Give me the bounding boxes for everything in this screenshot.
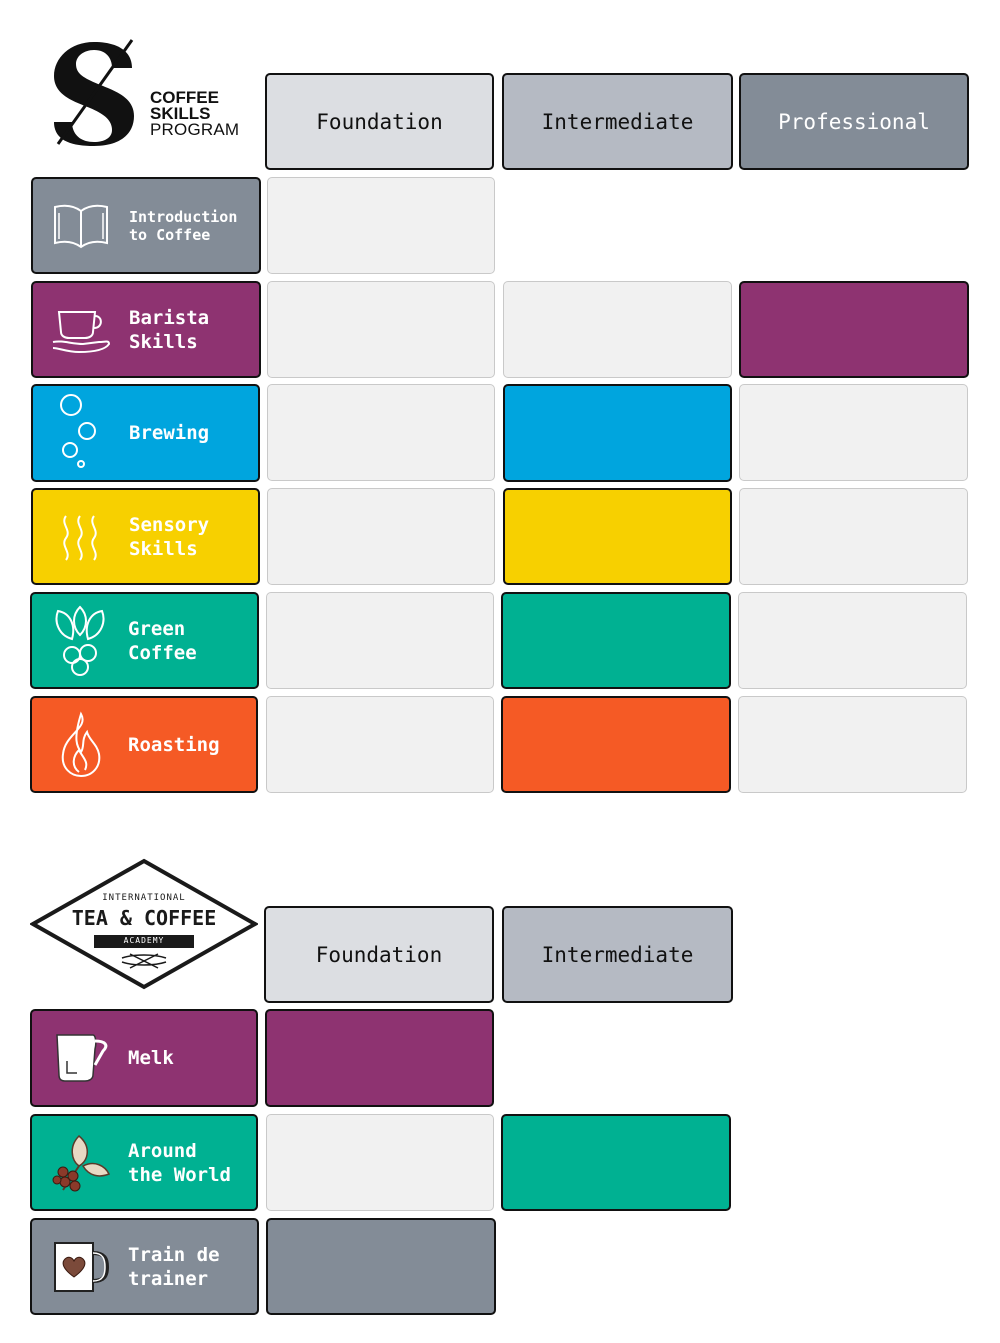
csp-cell-roasting-professional[interactable] xyxy=(738,696,967,793)
csp-cell-green-intermediate[interactable] xyxy=(501,592,731,689)
itca-logo: INTERNATIONAL TEA & COFFEE ACADEMY xyxy=(30,858,258,990)
header-label: Intermediate xyxy=(541,942,694,967)
flame-icon xyxy=(61,710,101,777)
heart-mug-icon xyxy=(54,1241,110,1292)
itca-logo-band-text: ACADEMY xyxy=(123,936,165,945)
cup-hand-icon xyxy=(52,310,111,353)
csp-module-green-coffee[interactable]: Green Coffee xyxy=(30,592,259,689)
header-label: Professional xyxy=(778,109,930,134)
itca-cell-train-foundation[interactable] xyxy=(266,1218,496,1315)
module-label: Melk xyxy=(128,1047,174,1069)
csp-cell-barista-professional[interactable] xyxy=(739,281,969,378)
itca-header-foundation: Foundation xyxy=(264,906,494,1003)
csp-mark-icon xyxy=(54,39,134,146)
module-label: Train de trainer xyxy=(128,1243,220,1290)
csp-cell-roasting-foundation[interactable] xyxy=(266,696,494,793)
logo-word-program: PROGRAM xyxy=(150,120,240,139)
header-label: Foundation xyxy=(316,109,443,134)
itca-cell-melk-foundation[interactable] xyxy=(265,1009,494,1107)
itca-header-intermediate: Intermediate xyxy=(502,906,733,1003)
milk-pitcher-icon xyxy=(56,1034,108,1082)
csp-cell-sensory-professional[interactable] xyxy=(739,488,968,585)
csp-cell-sensory-intermediate[interactable] xyxy=(503,488,732,585)
csp-module-brewing[interactable]: Brewing xyxy=(31,384,260,482)
itca-diamond-icon xyxy=(30,858,258,990)
csp-cell-introduction-foundation[interactable] xyxy=(267,177,495,274)
csp-cell-brewing-professional[interactable] xyxy=(739,384,968,481)
logo-word-skills: SKILLS xyxy=(150,104,211,123)
csp-cell-green-professional[interactable] xyxy=(738,592,967,689)
itca-logo-main-text: TEA & COFFEE xyxy=(71,906,217,930)
csp-module-introduction-to-coffee[interactable]: Introduction to Coffee xyxy=(31,177,261,274)
book-icon xyxy=(54,204,108,248)
itca-logo-top-text: INTERNATIONAL xyxy=(102,893,186,903)
module-label: Brewing xyxy=(129,422,210,444)
header-label: Intermediate xyxy=(541,109,694,134)
logo-word-coffee: COFFEE xyxy=(150,88,219,107)
itca-module-around-the-world[interactable]: Around the World xyxy=(30,1114,258,1211)
csp-cell-brewing-intermediate[interactable] xyxy=(503,384,732,482)
csp-cell-barista-intermediate[interactable] xyxy=(503,281,732,378)
bubbles-icon xyxy=(60,394,96,468)
itca-cell-around-foundation[interactable] xyxy=(266,1114,494,1211)
csp-header-foundation: Foundation xyxy=(265,73,494,170)
module-label: Sensory Skills xyxy=(129,513,210,560)
coffee-branch-icon xyxy=(52,1134,111,1191)
itca-cell-around-intermediate[interactable] xyxy=(501,1114,731,1211)
csp-module-roasting[interactable]: Roasting xyxy=(30,696,258,793)
csp-cell-green-foundation[interactable] xyxy=(266,592,494,689)
csp-cell-sensory-foundation[interactable] xyxy=(267,488,495,585)
coffee-plant-icon xyxy=(55,605,105,676)
csp-module-barista-skills[interactable]: Barista Skills xyxy=(31,281,261,378)
csp-cell-roasting-intermediate[interactable] xyxy=(501,696,731,793)
module-label: Barista Skills xyxy=(129,306,210,353)
csp-module-sensory-skills[interactable]: Sensory Skills xyxy=(31,488,260,585)
module-label: Around the World xyxy=(128,1139,231,1186)
itca-module-train-de-trainer[interactable]: Train de trainer xyxy=(30,1218,259,1315)
csp-header-professional: Professional xyxy=(739,73,969,170)
csp-header-intermediate: Intermediate xyxy=(502,73,733,170)
module-label: Roasting xyxy=(128,733,220,756)
itca-module-melk[interactable]: Melk xyxy=(30,1009,258,1107)
header-label: Foundation xyxy=(315,942,443,967)
module-label: Green Coffee xyxy=(128,617,197,664)
aroma-icon xyxy=(63,514,97,561)
csp-cell-barista-foundation[interactable] xyxy=(267,281,495,378)
coffee-skills-program-logo: COFFEE SKILLS PROGRAM xyxy=(50,36,250,148)
csp-cell-brewing-foundation[interactable] xyxy=(267,384,495,481)
module-label: Introduction to Coffee xyxy=(129,207,238,244)
